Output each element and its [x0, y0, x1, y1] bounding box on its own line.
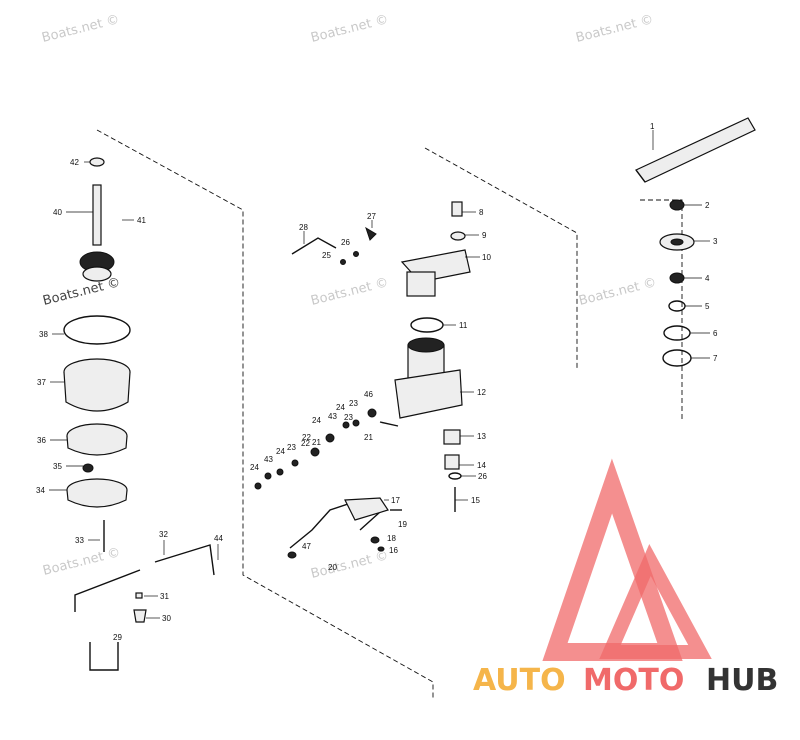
callout-28: 28: [299, 223, 308, 232]
callout-13: 13: [477, 432, 486, 441]
watermark: Boats.net ©: [574, 12, 655, 46]
watermark: Boats.net ©: [41, 545, 122, 579]
callout-8: 8: [479, 208, 484, 217]
callout-10: 10: [482, 253, 491, 262]
logo-part-auto: AUTO: [473, 663, 566, 698]
callout-6: 6: [713, 329, 718, 338]
callout-26: 26: [478, 472, 487, 481]
callout-43: 43: [328, 412, 337, 421]
callout-20: 20: [328, 563, 337, 572]
watermark: Boats.net ©: [309, 548, 390, 582]
callout-16: 16: [389, 546, 398, 555]
watermark: Boats.net ©: [309, 275, 390, 309]
callout-31: 31: [160, 592, 169, 601]
watermark: Boats.net ©: [577, 275, 658, 309]
callout-27: 27: [367, 212, 376, 221]
callout-15: 15: [471, 496, 480, 505]
callout-3: 3: [713, 237, 718, 246]
callout-24: 24: [312, 416, 321, 425]
callout-26b: 26: [341, 238, 350, 247]
callout-42: 42: [70, 158, 79, 167]
callout-21: 21: [364, 433, 373, 442]
callout-40: 40: [53, 208, 62, 217]
callout-33: 33: [75, 536, 84, 545]
callout-30: 30: [162, 614, 171, 623]
callout-23b: 23: [287, 443, 296, 452]
callout-41: 41: [137, 216, 146, 225]
callout-43b: 43: [264, 455, 273, 464]
callout-18: 18: [387, 534, 396, 543]
callout-19: 19: [398, 520, 407, 529]
callout-14: 14: [477, 461, 486, 470]
callout-5: 5: [705, 302, 710, 311]
callout-34: 34: [36, 486, 45, 495]
callout-22b: 22: [301, 439, 310, 448]
callout-24d: 24: [336, 403, 345, 412]
callout-24c: 24: [276, 447, 285, 456]
callout-4: 4: [705, 274, 710, 283]
callout-25: 25: [322, 251, 331, 260]
watermark: Boats.net ©: [309, 12, 390, 46]
watermark: Boats.net ©: [40, 12, 121, 46]
callout-37: 37: [37, 378, 46, 387]
watermarks: Boats.net © Boats.net © Boats.net © Boat…: [40, 12, 658, 582]
left-stack: [63, 157, 215, 671]
callout-17: 17: [391, 496, 400, 505]
assembly-lines: [96, 129, 683, 700]
callout-47: 47: [302, 542, 311, 551]
callout-1: 1: [650, 122, 655, 131]
callout-36: 36: [37, 436, 46, 445]
callout-2: 2: [705, 201, 710, 210]
callout-7: 7: [713, 354, 718, 363]
callout-29: 29: [113, 633, 122, 642]
logo-part-hub: HUB: [706, 663, 778, 698]
callout-46: 46: [364, 390, 373, 399]
callout-9: 9: [482, 231, 487, 240]
callout-38: 38: [39, 330, 48, 339]
callout-23c: 23: [344, 413, 353, 422]
logo-part-moto: MOTO: [583, 663, 684, 698]
right-stack: [635, 117, 756, 367]
automotohub-logo: AUTO MOTO HUB: [473, 458, 778, 698]
callout-23: 23: [349, 399, 358, 408]
callout-32: 32: [159, 530, 168, 539]
watermark: Boats.net ©: [41, 275, 122, 309]
callout-44: 44: [214, 534, 223, 543]
callout-24b: 24: [250, 463, 259, 472]
callout-22: 22: [302, 433, 311, 442]
leader-lines: [49, 130, 710, 655]
center-stack: [254, 201, 471, 559]
callout-11: 11: [459, 321, 468, 330]
callout-labels: 1 2 3 4 5 6 7 8 9 10 11 12 13 14 26 15 1…: [36, 122, 718, 642]
callout-21b: 21: [312, 438, 321, 447]
callout-35: 35: [53, 462, 62, 471]
callout-12: 12: [477, 388, 486, 397]
